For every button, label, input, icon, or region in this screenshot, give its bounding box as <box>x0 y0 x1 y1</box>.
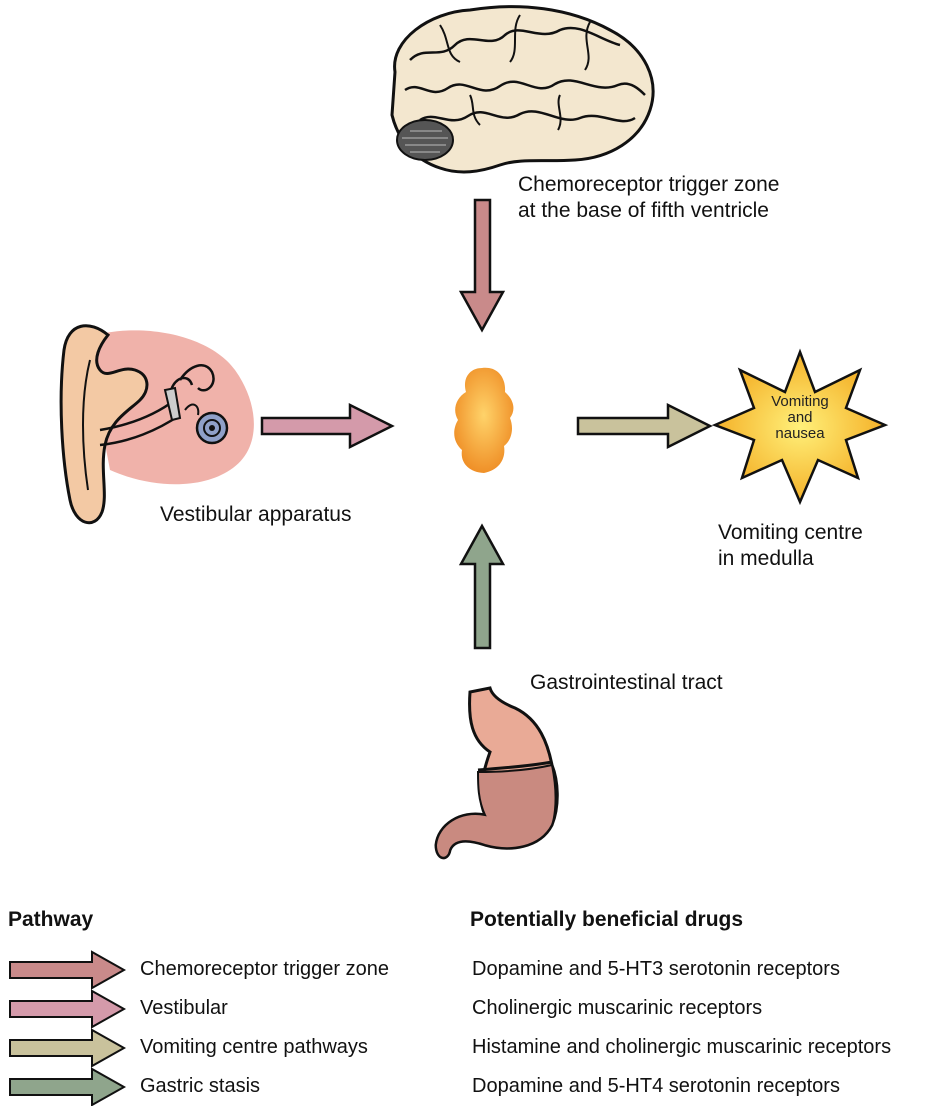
legend-drug: Cholinergic muscarinic receptors <box>472 997 762 1020</box>
gi-label: Gastrointestinal tract <box>530 670 723 696</box>
gi-arrow <box>461 526 503 648</box>
ctz-arrow <box>461 200 503 330</box>
medulla-icon <box>454 368 513 473</box>
star-text-line3: nausea <box>740 426 860 442</box>
brain-icon <box>392 7 653 172</box>
legend-pathway-header: Pathway <box>8 908 93 932</box>
legend-pathway: Chemoreceptor trigger zone <box>140 958 389 981</box>
centre-label-line1: Vomiting centre <box>718 520 863 546</box>
legend-drugs-header: Potentially beneficial drugs <box>470 908 743 932</box>
stomach-icon <box>436 688 557 858</box>
ear-icon <box>61 326 254 523</box>
centre-arrow <box>578 405 710 447</box>
centre-label-line2: in medulla <box>718 546 814 572</box>
ctz-label-line2: at the base of fifth ventricle <box>518 198 769 224</box>
legend-pathway: Vomiting centre pathways <box>140 1036 368 1059</box>
legend-row: Chemoreceptor trigger zone Dopamine and … <box>0 956 951 986</box>
star-text-line2: and <box>740 410 860 426</box>
vestibular-label: Vestibular apparatus <box>160 502 351 528</box>
vestibular-arrow <box>262 405 392 447</box>
legend-drug: Histamine and cholinergic muscarinic rec… <box>472 1036 891 1059</box>
star-text-line1: Vomiting <box>740 394 860 410</box>
legend-row: Gastric stasis Dopamine and 5-HT4 seroto… <box>0 1073 951 1103</box>
legend-row: Vomiting centre pathways Histamine and c… <box>0 1034 951 1064</box>
legend-pathway: Gastric stasis <box>140 1075 260 1098</box>
legend-pathway: Vestibular <box>140 997 228 1020</box>
legend-drug: Dopamine and 5-HT4 serotonin receptors <box>472 1075 840 1098</box>
ctz-label-line1: Chemoreceptor trigger zone <box>518 172 779 198</box>
legend-drug: Dopamine and 5-HT3 serotonin receptors <box>472 958 840 981</box>
legend-row: Vestibular Cholinergic muscarinic recept… <box>0 995 951 1025</box>
